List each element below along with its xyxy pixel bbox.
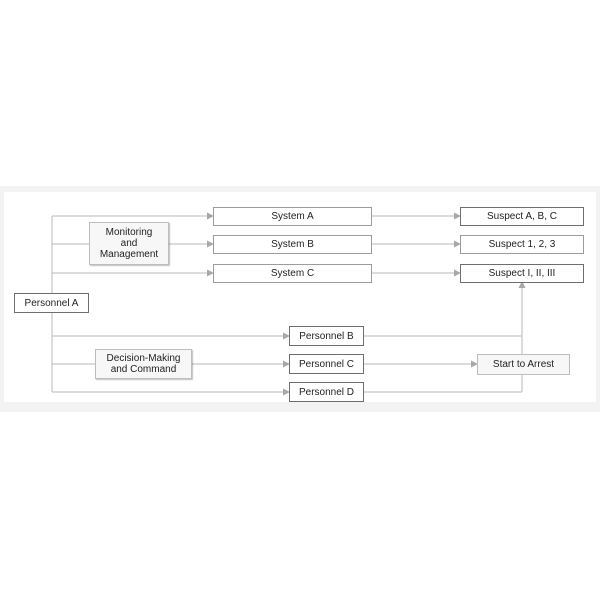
node-suspect-abc: Suspect A, B, C — [460, 207, 584, 226]
node-personnel-d: Personnel D — [289, 382, 364, 402]
node-personnel-c: Personnel C — [289, 354, 364, 374]
node-suspect-roman: Suspect I, II, III — [460, 264, 584, 283]
flow-diagram: Personnel A Monitoring and Management De… — [0, 186, 600, 412]
node-personnel-b: Personnel B — [289, 326, 364, 346]
node-system-b: System B — [213, 235, 372, 254]
node-monitoring-management: Monitoring and Management — [89, 222, 169, 265]
node-decision-command: Decision-Making and Command — [95, 349, 192, 379]
node-start-to-arrest: Start to Arrest — [477, 354, 570, 375]
node-suspect-123: Suspect 1, 2, 3 — [460, 235, 584, 254]
node-system-a: System A — [213, 207, 372, 226]
node-system-c: System C — [213, 264, 372, 283]
node-personnel-a: Personnel A — [14, 293, 89, 313]
